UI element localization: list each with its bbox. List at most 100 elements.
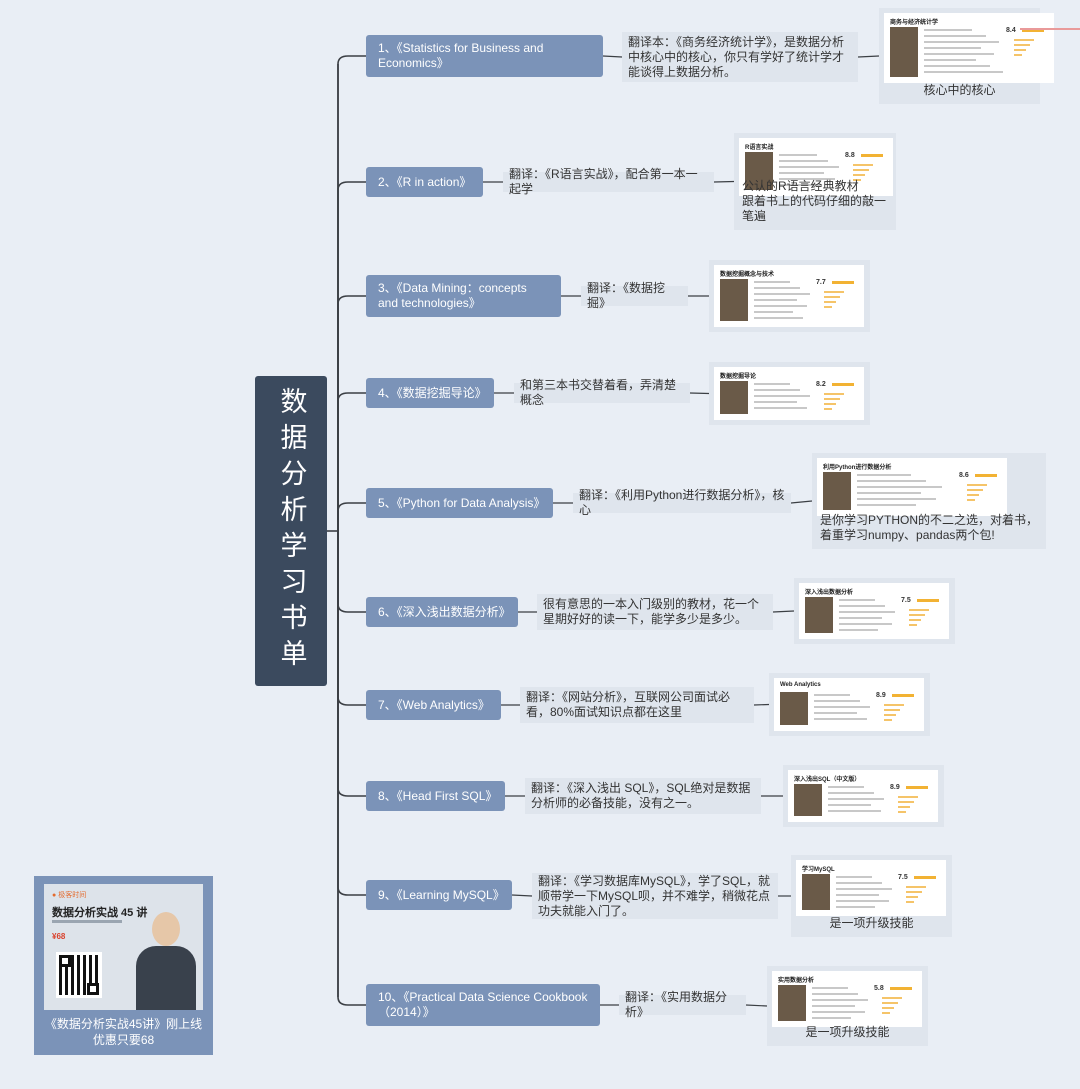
book-card-8: 深入浅出SQL（中文版） 8.9 (783, 765, 944, 827)
book-meta-lines (924, 29, 1004, 77)
book-cover-icon (778, 985, 806, 1021)
book-node-1[interactable]: 1、《Statistics for Business and Economics… (366, 35, 603, 77)
presenter-photo (136, 912, 196, 1010)
book-note-10: 翻译：《实用数据分析》 (619, 990, 746, 1019)
book-note-9: 翻译：《学习数据库MySQL》，学了SQL，就顺带学一下MySQL呗，并不难学，… (532, 873, 778, 919)
book-meta-lines (754, 281, 814, 323)
connector-line (337, 531, 366, 1006)
book-note-4: 和第三本书交替着看，弄清楚概念 (514, 378, 690, 407)
star-rating-icon (832, 383, 854, 386)
book-card-caption: 是一项升级技能 (829, 916, 914, 930)
book-screenshot-title: R语言实战 (745, 145, 774, 151)
book-cover-icon (823, 472, 851, 510)
star-rating-icon (906, 786, 928, 789)
connector-line (857, 55, 880, 58)
connector-line (337, 392, 366, 531)
book-node-3[interactable]: 3、《Data Mining：concepts and technologies… (366, 275, 561, 317)
book-meta-lines (828, 786, 888, 816)
star-rating-icon (914, 876, 936, 879)
connector-line (337, 531, 366, 613)
star-rating-icon (1022, 29, 1044, 32)
book-cover-icon (890, 27, 918, 77)
book-card-caption: 是你学习PYTHON的不二之选，对着书，着重学习numpy、pandas两个包! (820, 513, 1039, 542)
book-note-1: 翻译本：《商务经济统计学》，是数据分析中核心中的核心，你只有学好了统计学才能谈得… (622, 32, 858, 82)
connector-line (511, 894, 533, 897)
book-node-8[interactable]: 8、《Head First SQL》 (366, 781, 505, 811)
connector-line (337, 295, 366, 531)
book-cover-icon (720, 279, 748, 321)
book-rating-score: 8.2 (816, 381, 826, 388)
book-screenshot-title: 实用数据分析 (778, 978, 815, 984)
book-meta-lines (812, 987, 872, 1023)
promo-price: ¥68 (52, 932, 66, 941)
book-screenshot: 深入浅出数据分析 7.5 (799, 583, 949, 639)
book-screenshot: 深入浅出SQL（中文版） 8.9 (788, 770, 938, 822)
book-note-8: 翻译：《深入浅出 SQL》，SQL绝对是数据分析师的必备技能，没有之一。 (525, 778, 761, 814)
connector-line (602, 55, 623, 58)
book-meta-lines (857, 474, 947, 510)
book-meta-lines (839, 599, 899, 635)
promo-brand: 极客时间 (52, 890, 86, 900)
star-rating-icon (890, 987, 912, 990)
book-note-6: 很有意思的一本入门级别的教材，花一个星期好好的读一下，能学多少是多少。 (537, 594, 773, 630)
connector-line (790, 500, 813, 504)
connector-line (745, 1004, 768, 1007)
book-node-9[interactable]: 9、《Learning MySQL》 (366, 880, 512, 910)
connector-line (337, 531, 366, 706)
book-screenshot-title: 深入浅出SQL（中文版） (794, 777, 861, 783)
book-screenshot-title: Web Analytics (780, 682, 821, 688)
book-meta-lines (754, 383, 814, 413)
book-rating-score: 8.4 (1006, 27, 1016, 34)
star-rating-icon (832, 281, 854, 284)
book-node-2[interactable]: 2、《R in action》 (366, 167, 483, 197)
book-screenshot-title: 数据挖掘导论 (720, 374, 757, 380)
book-screenshot-title: 商务与经济统计学 (890, 20, 939, 26)
book-rating-score: 8.6 (959, 472, 969, 479)
promo-banner[interactable]: 极客时间 数据分析实战 45 讲 ¥68 《数据分析实战45讲》刚上线 优惠只要… (34, 876, 213, 1055)
book-node-7[interactable]: 7、《Web Analytics》 (366, 690, 501, 720)
book-cover-icon (805, 597, 833, 633)
book-meta-lines (836, 876, 896, 912)
book-node-6[interactable]: 6、《深入浅出数据分析》 (366, 597, 518, 627)
book-screenshot-title: 学习MySQL (802, 867, 835, 873)
book-screenshot-title: 利用Python进行数据分析 (823, 465, 892, 471)
book-card-6: 深入浅出数据分析 7.5 (794, 578, 955, 644)
book-cover-icon (720, 381, 748, 414)
connector-line (713, 180, 735, 183)
root-node: 数据分析学习书单 (255, 376, 327, 686)
book-cover-icon (745, 152, 773, 190)
book-screenshot: 商务与经济统计学 8.4 (884, 13, 1054, 83)
star-rating-icon (861, 154, 883, 157)
book-screenshot-title: 数据挖掘概念与技术 (720, 272, 775, 278)
promo-caption: 《数据分析实战45讲》刚上线 优惠只要68 (44, 1017, 203, 1047)
book-note-2: 翻译：《R语言实战》，配合第一本一起学 (503, 167, 714, 196)
qr-code-icon[interactable] (56, 952, 102, 998)
book-card-1: 商务与经济统计学 8.4 核心中的核心 (879, 8, 1054, 104)
decorative-arrow (1020, 28, 1080, 30)
connector-line (337, 531, 366, 896)
book-rating-score: 8.9 (890, 784, 900, 791)
book-card-caption: 核心中的核心 (923, 83, 996, 97)
star-rating-icon (975, 474, 997, 477)
book-card-5: 利用Python进行数据分析 8.6 是你学习PYTHON的不二之选，对着书，着重学… (812, 453, 1046, 549)
book-rating-score: 7.5 (901, 597, 911, 604)
book-node-4[interactable]: 4、《数据挖掘导论》 (366, 378, 494, 408)
book-screenshot-title: 深入浅出数据分析 (805, 590, 854, 596)
root-title: 数据分析学习书单 (276, 387, 307, 675)
book-card-4: 数据挖掘导论 8.2 (709, 362, 870, 425)
connector-line (772, 610, 795, 613)
book-node-10[interactable]: 10、《Practical Data Science Cookbook（2014… (366, 984, 600, 1026)
star-rating-icon (917, 599, 939, 602)
book-meta-lines (779, 154, 843, 190)
book-node-5[interactable]: 5、《Python for Data Analysis》 (366, 488, 553, 518)
book-note-7: 翻译：《网站分析》，互联网公司面试必看，80%面试知识点都在这里 (520, 687, 754, 723)
